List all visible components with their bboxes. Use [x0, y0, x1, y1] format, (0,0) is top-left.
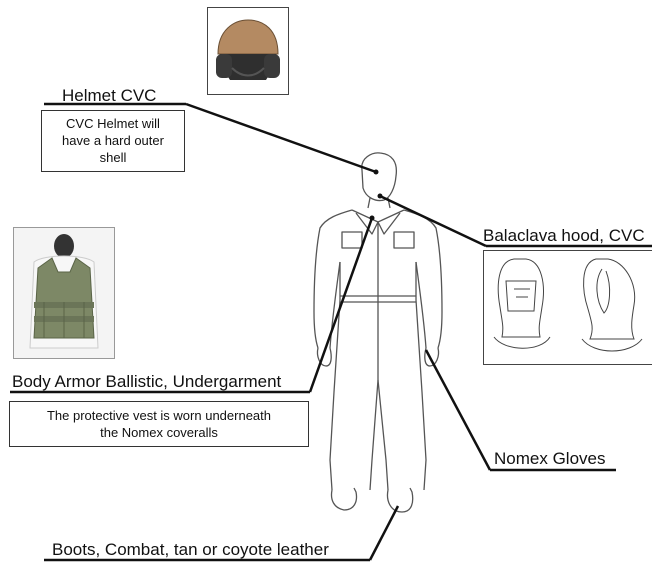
soldier-figure	[314, 153, 442, 512]
balaclava-leader-line	[380, 196, 486, 246]
body-armor-label: Body Armor Ballistic, Undergarment	[12, 372, 281, 392]
body-armor-leader-line	[310, 218, 372, 392]
boots-label: Boots, Combat, tan or coyote leather	[52, 540, 329, 560]
vest-note-line: the Nomex coveralls	[10, 424, 308, 441]
vest-note-line: The protective vest is worn underneath	[10, 407, 308, 424]
helmet-icon	[208, 8, 288, 94]
balaclava-label: Balaclava hood, CVC	[483, 226, 645, 246]
helmet-note-line: have a hard outer	[42, 132, 184, 149]
helmet-note: CVC Helmet will have a hard outer shell	[41, 110, 185, 172]
helmet-label: Helmet CVC	[62, 86, 156, 106]
balaclava-icon	[484, 251, 652, 364]
body-armor-photo	[13, 227, 115, 359]
gloves-label: Nomex Gloves	[494, 449, 605, 469]
helmet-photo	[207, 7, 289, 95]
helmet-leader-line	[186, 104, 376, 172]
helmet-note-line: CVC Helmet will	[42, 115, 184, 132]
balaclava-photo	[483, 250, 652, 365]
gloves-leader-line	[426, 350, 490, 470]
boots-leader-line	[370, 506, 398, 560]
helmet-note-line: shell	[42, 149, 184, 166]
vest-note: The protective vest is worn underneath t…	[9, 401, 309, 447]
vest-icon	[14, 228, 114, 358]
